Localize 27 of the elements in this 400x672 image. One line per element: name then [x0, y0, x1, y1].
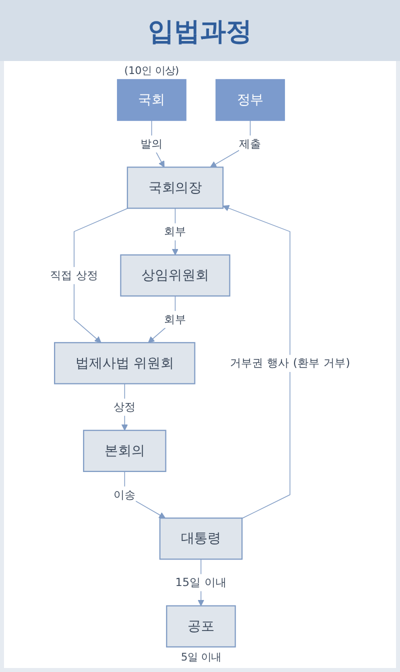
edge-label: 거부권 행사 (환부 거부) — [230, 356, 350, 370]
node-note: 5일 이내 — [180, 651, 221, 664]
edge-label: 발의 — [140, 136, 163, 150]
node-box: 대통령 — [159, 518, 243, 560]
title: 입법과정 — [0, 0, 400, 61]
node-box: 법제사법 위원회 — [54, 342, 196, 384]
arrow — [210, 120, 251, 168]
arrow — [222, 205, 290, 519]
arrow — [74, 208, 128, 343]
node-box: 국회 — [116, 79, 186, 121]
node-box: 정부 — [216, 79, 285, 121]
arrow — [172, 208, 178, 256]
edge-label: 회부 — [164, 224, 186, 238]
edge-label: 직접 상정 — [50, 268, 98, 282]
edge-label: 이송 — [113, 488, 136, 502]
arrow — [151, 120, 164, 168]
node-box: 국회의장 — [126, 166, 224, 209]
arrow — [121, 383, 128, 431]
edge-label: 15일 이내 — [175, 576, 227, 590]
arrow — [148, 296, 176, 343]
node-box: 본회의 — [83, 430, 166, 472]
node-box: 상임위원회 — [120, 254, 230, 297]
edge-label: 제출 — [239, 136, 262, 150]
node-box: 공포 — [166, 605, 236, 648]
edge-label: 상정 — [113, 400, 136, 414]
edge-label: 회부 — [164, 312, 186, 326]
node-note: (10인 이상) — [124, 65, 180, 78]
